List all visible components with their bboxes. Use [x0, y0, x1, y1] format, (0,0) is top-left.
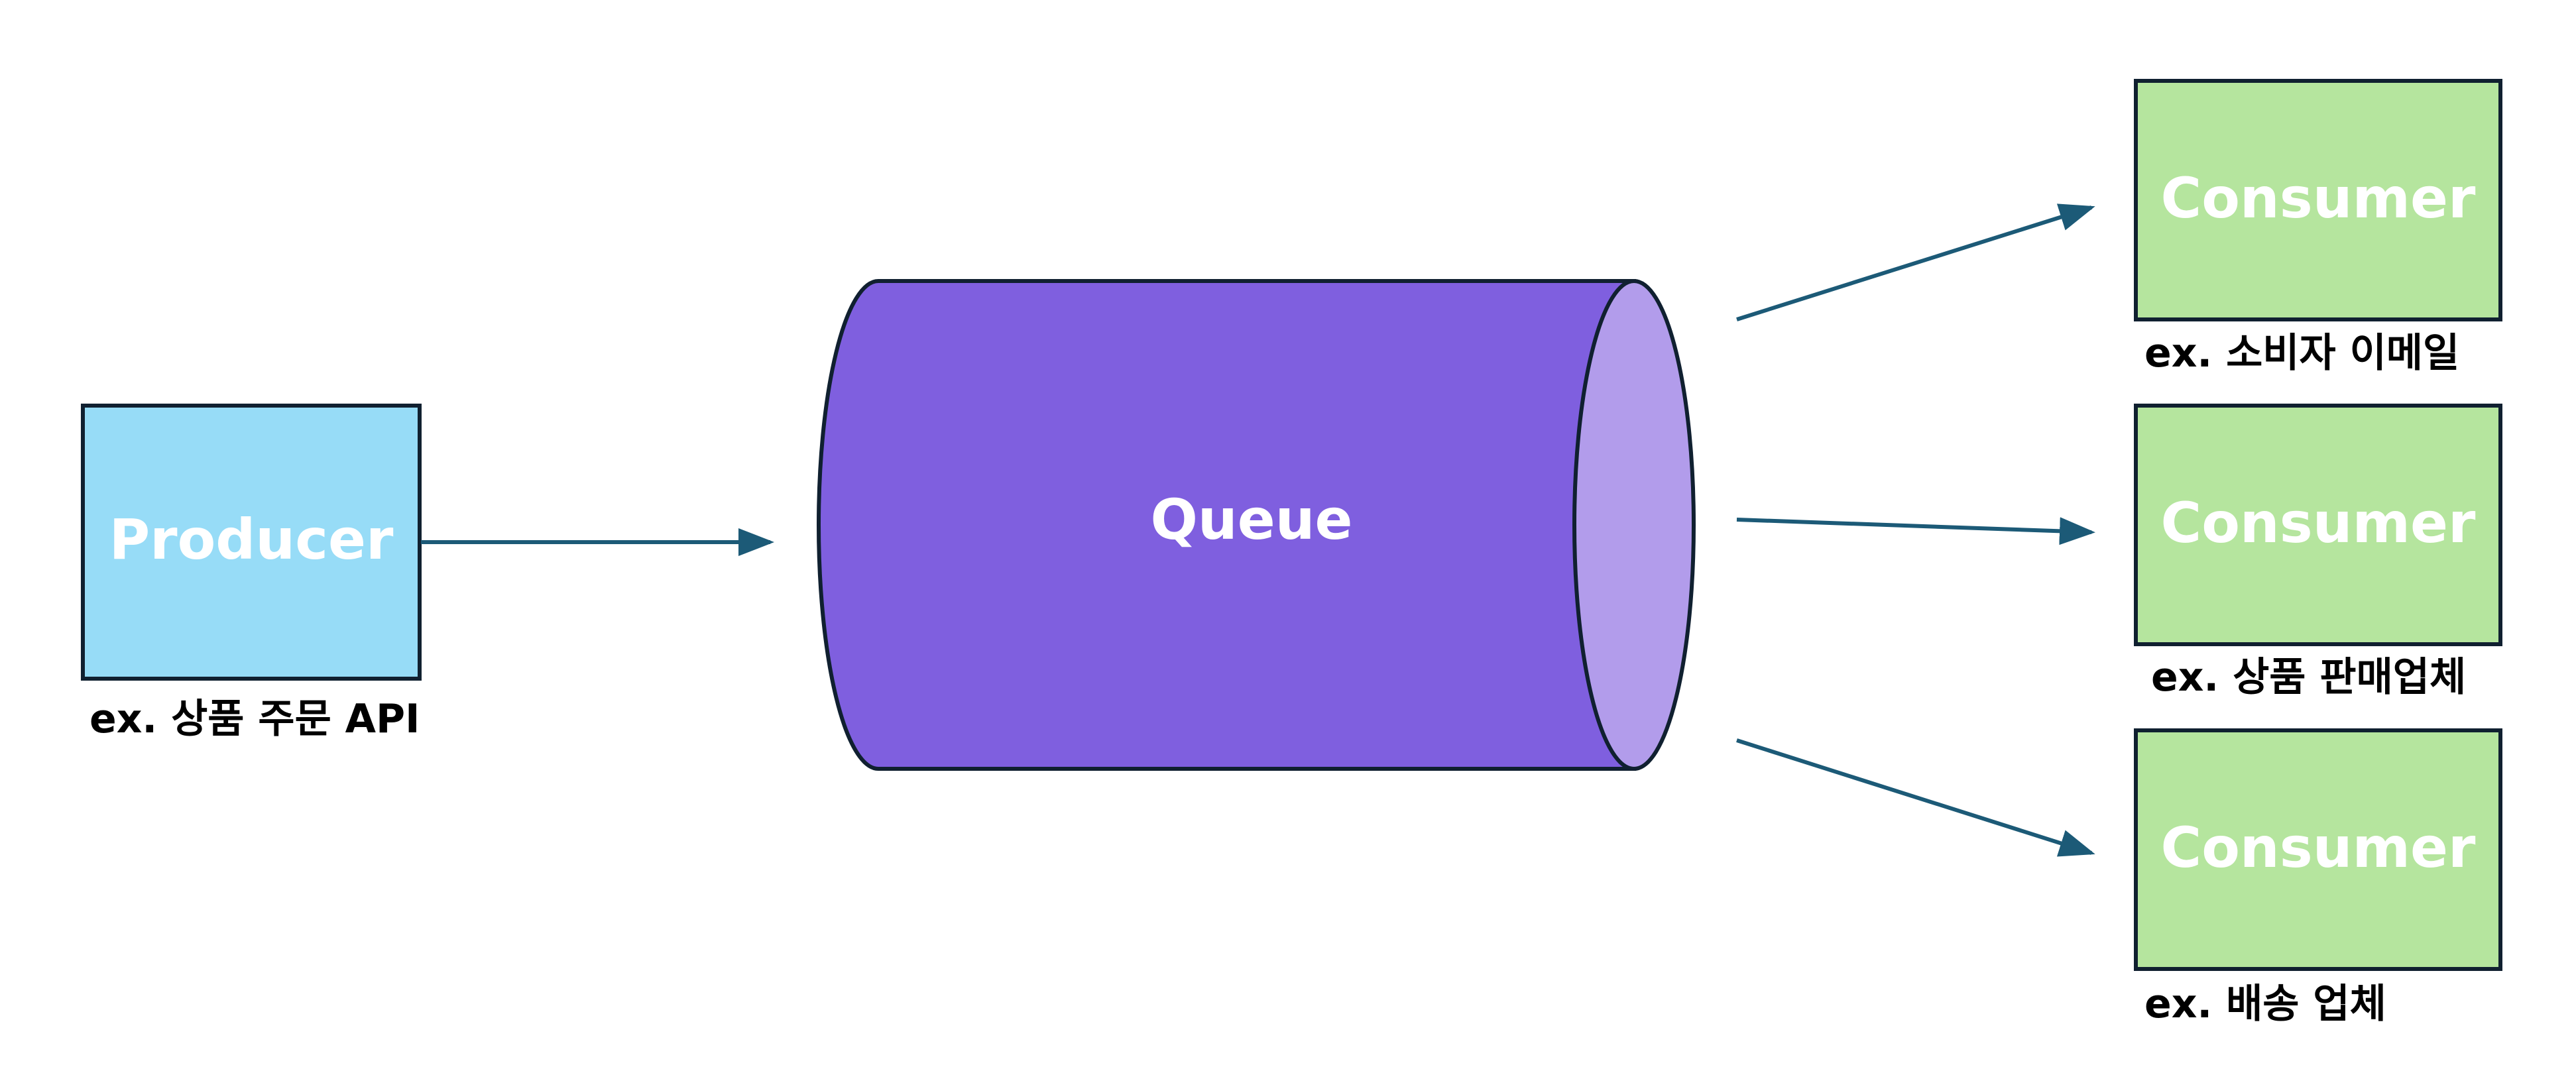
arrow-queue-to-consumer-2 — [1736, 517, 2095, 545]
producer-caption: ex. 상품 주문 API — [89, 696, 420, 742]
queue-label: Queue — [1151, 487, 1353, 552]
consumer-caption: ex. 소비자 이메일 — [2144, 330, 2459, 376]
arrow-queue-to-consumer-1 — [1736, 203, 2095, 321]
consumer-label: Consumer — [2161, 166, 2476, 231]
arrow-queue-to-consumer-3 — [1736, 738, 2095, 857]
consumer-caption: ex. 상품 판매업체 — [2151, 654, 2466, 701]
consumer-label: Consumer — [2161, 490, 2476, 555]
producer-box — [81, 404, 422, 681]
queue-node: Queue — [817, 279, 1696, 771]
queue-body — [817, 279, 1636, 771]
producer-node: Producer — [81, 404, 422, 681]
consumer-box — [2134, 728, 2502, 971]
consumer-box — [2134, 79, 2502, 321]
queue-end-cap — [1572, 279, 1696, 771]
consumer-node: Consumer — [2134, 404, 2502, 646]
producer-label: Producer — [109, 507, 394, 572]
consumer-box — [2134, 404, 2502, 646]
consumer-caption: ex. 배송 업체 — [2144, 981, 2386, 1027]
consumer-label: Consumer — [2161, 815, 2476, 880]
consumer-node: Consumer — [2134, 79, 2502, 321]
consumer-node: Consumer — [2134, 728, 2502, 971]
